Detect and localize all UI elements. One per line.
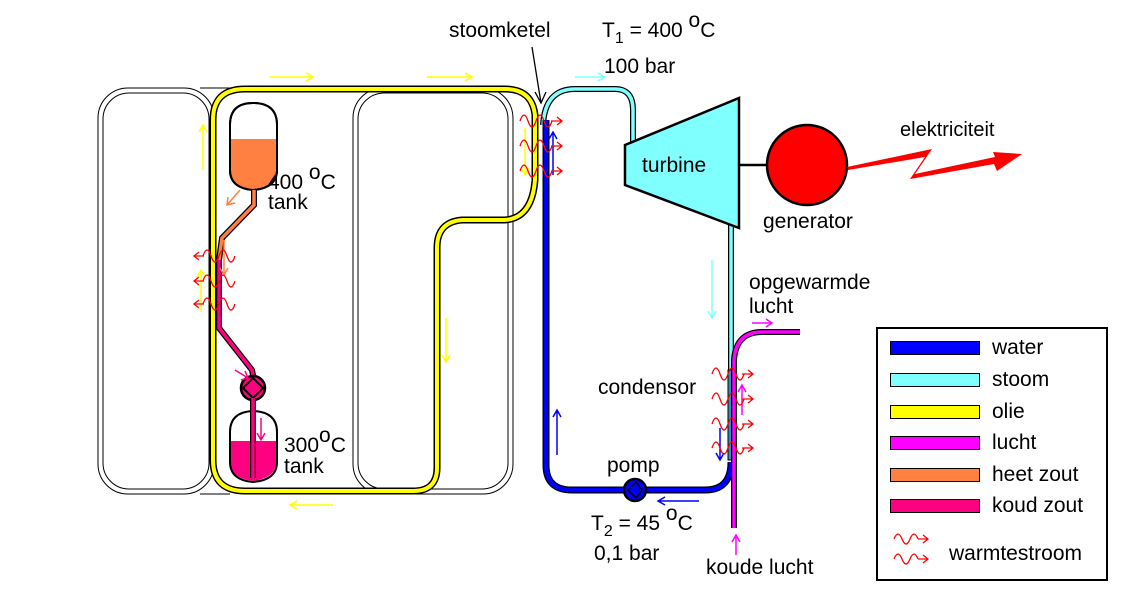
t2-label: T2 = 45 oC [591, 503, 693, 540]
t2-symbol: T [591, 512, 604, 535]
air-flow-arrows [731, 318, 774, 555]
t1-unit: C [700, 19, 716, 42]
hot-tank-unit: C [320, 171, 336, 194]
heat-flow-condensor [711, 367, 755, 455]
legend-item-water: water [890, 336, 1044, 359]
legend-label: stoom [992, 368, 1050, 391]
heat-flow-salt [192, 249, 236, 311]
elektriciteit-label: elektriciteit [900, 119, 995, 141]
cold-tank-unit: C [330, 434, 346, 457]
salt-pipe [216, 190, 257, 381]
t1-symbol: T [602, 19, 615, 42]
legend-label: olie [992, 400, 1025, 423]
turbine-label: turbine [642, 154, 707, 177]
legend-swatch [890, 499, 980, 513]
cold-tank-temp: 300 [284, 434, 320, 457]
stoomketel-pointer [531, 46, 547, 105]
t2-value: = 45 [612, 512, 666, 535]
legend-item-koud-zout: koud zout [890, 494, 1084, 517]
cold-tank-word: tank [284, 455, 324, 478]
turbine [623, 96, 768, 230]
legend-item-heet-zout: heet zout [890, 463, 1079, 486]
legend-label: lucht [992, 431, 1037, 454]
legend-label: heet zout [992, 463, 1079, 486]
air-line [731, 329, 800, 528]
legend-label: water [992, 336, 1044, 359]
water-pump-icon [622, 477, 648, 503]
collector-outline-2 [352, 87, 514, 495]
cold-salt-tank [229, 398, 278, 484]
t2-degree: o [665, 502, 678, 525]
t1-subscript: 1 [614, 30, 624, 47]
hot-tank-word: tank [268, 191, 308, 214]
cold-salt-flow-arrows [234, 369, 266, 442]
heat-flow-icons [192, 114, 755, 455]
oil-loop [209, 85, 539, 495]
legend-swatch [890, 436, 980, 450]
hot-tank-temp: 400 [268, 171, 309, 194]
cold-tank-degree: o [319, 424, 331, 447]
t1-value: = 400 [623, 19, 689, 42]
electricity-bolt-icon [847, 149, 1022, 179]
cold-tank-temp-label: 300oC [284, 425, 346, 457]
heat-flow-boiler [519, 114, 564, 178]
legend-item-olie: olie [890, 400, 1025, 423]
flow-arrows [196, 72, 774, 555]
generator-label: generator [763, 210, 853, 233]
collector-field [97, 87, 514, 495]
t1-label: T1 = 400 oC [602, 10, 716, 47]
opgewarmde-lucht-line1: opgewarmde [749, 271, 871, 294]
legend-label-warmtestroom: warmtestroom [949, 542, 1083, 565]
hot-tank-degree: o [308, 161, 321, 184]
hot-tank-temp-label: 400 oC [268, 162, 336, 194]
legend-item-stoom: stoom [890, 368, 1050, 391]
heat-flow-legend-icon [893, 533, 930, 565]
steam-line-boiler-turbine [540, 86, 636, 145]
stoomketel-label: stoomketel [449, 19, 551, 42]
legend-swatch [890, 405, 980, 419]
legend-item-lucht: lucht [890, 431, 1037, 454]
legend-swatch [890, 341, 980, 355]
generator-icon [765, 123, 849, 207]
water-loop [542, 120, 735, 494]
t2-unit: C [677, 512, 693, 535]
legend-swatch [890, 468, 980, 482]
pomp-label: pomp [607, 454, 660, 477]
collector-outline-1 [97, 87, 215, 495]
hot-salt-tank [229, 101, 278, 192]
p2-label: 0,1 bar [594, 542, 660, 565]
condensor-label: condensor [598, 376, 697, 399]
p1-label: 100 bar [604, 55, 676, 78]
koude-lucht-label: koude lucht [706, 556, 814, 579]
legend: water stoom olie lucht heet zout koud zo… [876, 327, 1108, 581]
opgewarmde-lucht-line2: lucht [749, 295, 794, 318]
t1-degree: o [688, 9, 701, 32]
water-flow-arrows [548, 130, 725, 506]
legend-label: koud zout [992, 494, 1084, 517]
legend-swatch [890, 373, 980, 387]
t2-subscript: 2 [603, 523, 613, 540]
salt-pump [239, 374, 267, 402]
steam-flow-arrows [575, 72, 717, 320]
